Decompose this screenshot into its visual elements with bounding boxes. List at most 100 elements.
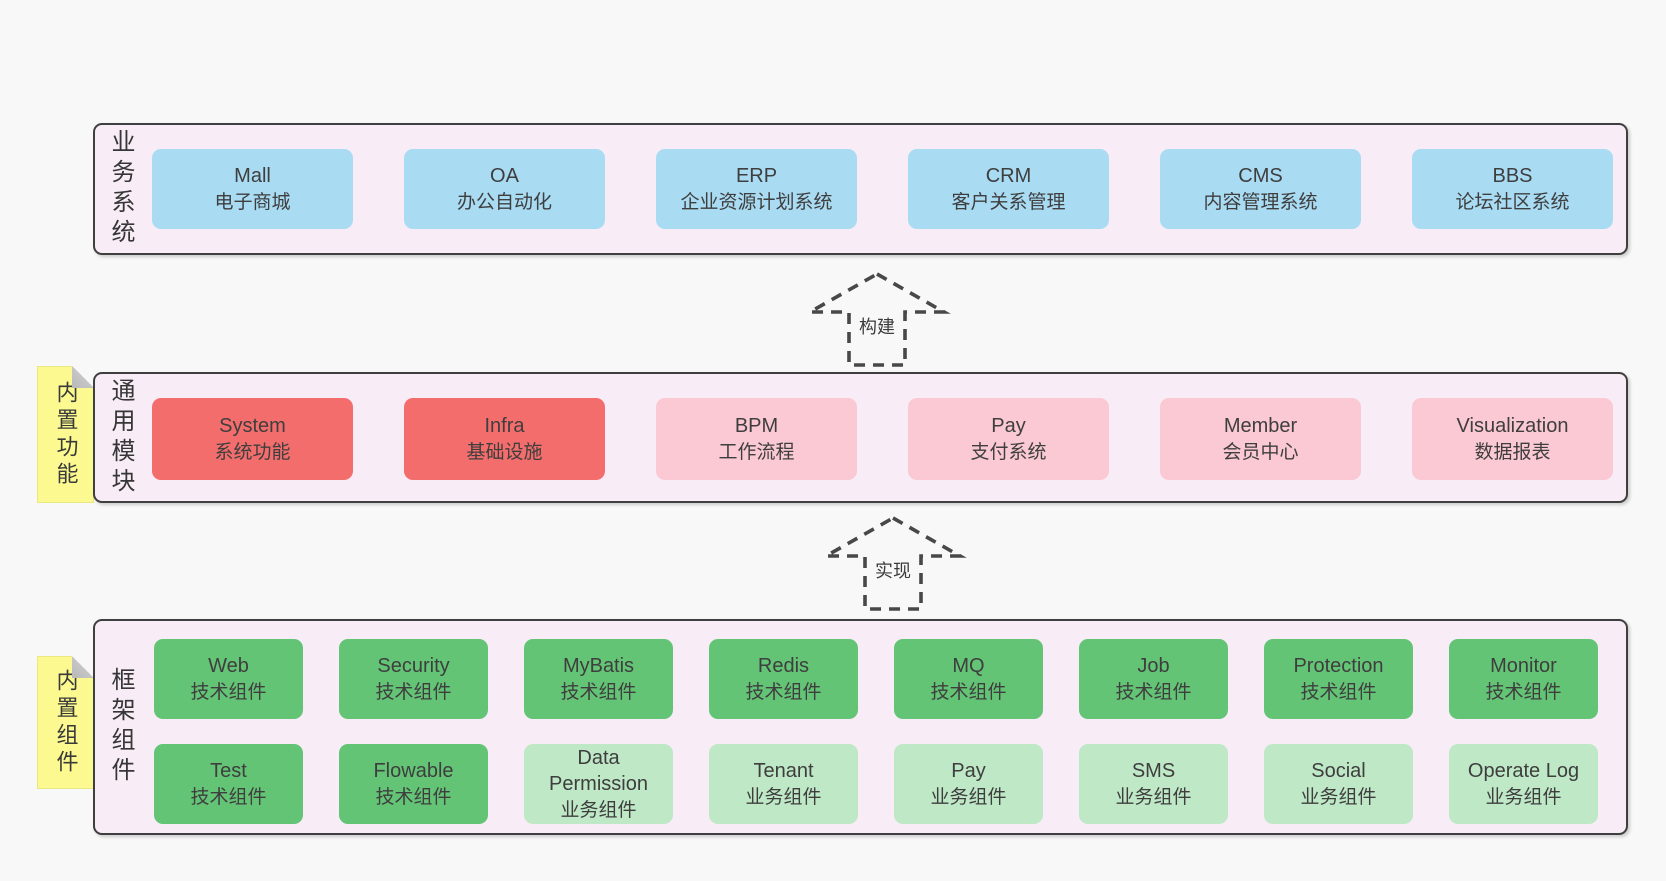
box-title: Member (1223, 415, 1298, 438)
box-title: Flowable (373, 760, 454, 783)
box-title: Pay (951, 760, 986, 783)
box-subtitle: 技术组件 (1485, 681, 1562, 703)
box-title: Protection (1293, 655, 1384, 678)
sticky-note-built-in-components: 内置组件 (37, 656, 94, 789)
box-title: MQ (952, 655, 985, 678)
box-subtitle: 技术组件 (190, 681, 267, 703)
up-arrow-icon (819, 515, 967, 611)
module-box-protection: Protection 技术组件 (1264, 639, 1413, 719)
module-box-system: System 系统功能 (152, 398, 353, 480)
box-title: Security (377, 655, 450, 678)
box-subtitle: 业务组件 (1115, 786, 1192, 808)
box-subtitle: 基础设施 (466, 441, 543, 463)
box-title: Web (208, 655, 249, 678)
box-title: ERP (735, 165, 778, 188)
module-box-social: Social 业务组件 (1264, 744, 1413, 824)
box-subtitle: 客户关系管理 (951, 191, 1066, 213)
box-subtitle: 技术组件 (375, 681, 452, 703)
box-title: Tenant (753, 760, 814, 783)
box-subtitle: 工作流程 (718, 441, 795, 463)
module-box-security: Security 技术组件 (339, 639, 488, 719)
box-subtitle: 电子商城 (214, 191, 291, 213)
box-subtitle: 内容管理系统 (1203, 191, 1318, 213)
implement-arrow: 实现 (818, 514, 968, 612)
module-box-sms: SMS 业务组件 (1079, 744, 1228, 824)
module-box-cms: CMS 内容管理系统 (1160, 149, 1361, 229)
up-arrow-icon (803, 271, 951, 367)
box-subtitle: 技术组件 (560, 681, 637, 703)
panel-title: 通用模块 (107, 377, 134, 498)
box-title: Data Permission (549, 747, 648, 796)
module-box-tenant: Tenant 业务组件 (709, 744, 858, 824)
box-title: Mall (234, 165, 271, 188)
box-subtitle: 技术组件 (745, 681, 822, 703)
sticky-note-label: 内置功能 (53, 380, 79, 489)
module-box-flowable: Flowable 技术组件 (339, 744, 488, 824)
box-subtitle: 数据报表 (1474, 441, 1551, 463)
box-subtitle: 技术组件 (1115, 681, 1192, 703)
box-subtitle: 支付系统 (970, 441, 1047, 463)
box-title: Test (210, 760, 247, 783)
module-box-job: Job 技术组件 (1079, 639, 1228, 719)
box-title: Monitor (1490, 655, 1557, 678)
arrow-label: 实现 (872, 556, 914, 584)
box-subtitle: 会员中心 (1222, 441, 1299, 463)
folded-corner-icon (72, 656, 94, 678)
folded-corner-icon (72, 366, 94, 388)
module-box-redis: Redis 技术组件 (709, 639, 858, 719)
box-subtitle: 技术组件 (1300, 681, 1377, 703)
arrow-label: 构建 (856, 312, 898, 340)
panel-title: 框架组件 (107, 667, 134, 787)
box-title: CMS (1238, 165, 1283, 188)
module-box-data-permission: Data Permission 业务组件 (524, 744, 673, 824)
box-title: OA (490, 165, 519, 188)
module-box-web: Web 技术组件 (154, 639, 303, 719)
box-subtitle: 技术组件 (930, 681, 1007, 703)
box-title: Infra (484, 415, 525, 438)
box-subtitle: 业务组件 (930, 786, 1007, 808)
module-box-mq: MQ 技术组件 (894, 639, 1043, 719)
module-box-mall: Mall 电子商城 (152, 149, 353, 229)
box-title: BPM (734, 415, 779, 438)
box-subtitle: 系统功能 (214, 441, 291, 463)
box-title: Redis (757, 655, 810, 678)
box-subtitle: 技术组件 (190, 786, 267, 808)
box-title: Operate Log (1467, 760, 1580, 783)
module-box-pay: Pay 业务组件 (894, 744, 1043, 824)
box-subtitle: 企业资源计划系统 (680, 191, 833, 213)
box-subtitle: 业务组件 (1485, 786, 1562, 808)
box-subtitle: 业务组件 (745, 786, 822, 808)
module-box-erp: ERP 企业资源计划系统 (656, 149, 857, 229)
box-title: CRM (985, 165, 1032, 188)
sticky-note-label: 内置组件 (53, 668, 79, 777)
box-subtitle: 办公自动化 (456, 191, 552, 213)
box-subtitle: 业务组件 (1300, 786, 1377, 808)
box-title: System (219, 415, 286, 438)
box-subtitle: 论坛社区系统 (1455, 191, 1570, 213)
module-box-operate-log: Operate Log 业务组件 (1449, 744, 1598, 824)
box-row: Mall 电子商城 OA 办公自动化 ERP 企业资源计划系统 CRM 客户关系管理 CMS 内容… (152, 149, 1613, 229)
box-subtitle: 业务组件 (560, 799, 637, 821)
box-title: Job (1137, 655, 1170, 678)
box-title: BBS (1492, 165, 1533, 188)
box-title: SMS (1131, 760, 1176, 783)
module-box-crm: CRM 客户关系管理 (908, 149, 1109, 229)
sticky-note-built-in-features: 内置功能 (37, 366, 94, 503)
module-box-monitor: Monitor 技术组件 (1449, 639, 1598, 719)
module-box-oa: OA 办公自动化 (404, 149, 605, 229)
module-box-bbs: BBS 论坛社区系统 (1412, 149, 1613, 229)
module-box-member: Member 会员中心 (1160, 398, 1361, 480)
module-box-infra: Infra 基础设施 (404, 398, 605, 480)
box-subtitle: 技术组件 (375, 786, 452, 808)
box-title: Social (1311, 760, 1366, 783)
